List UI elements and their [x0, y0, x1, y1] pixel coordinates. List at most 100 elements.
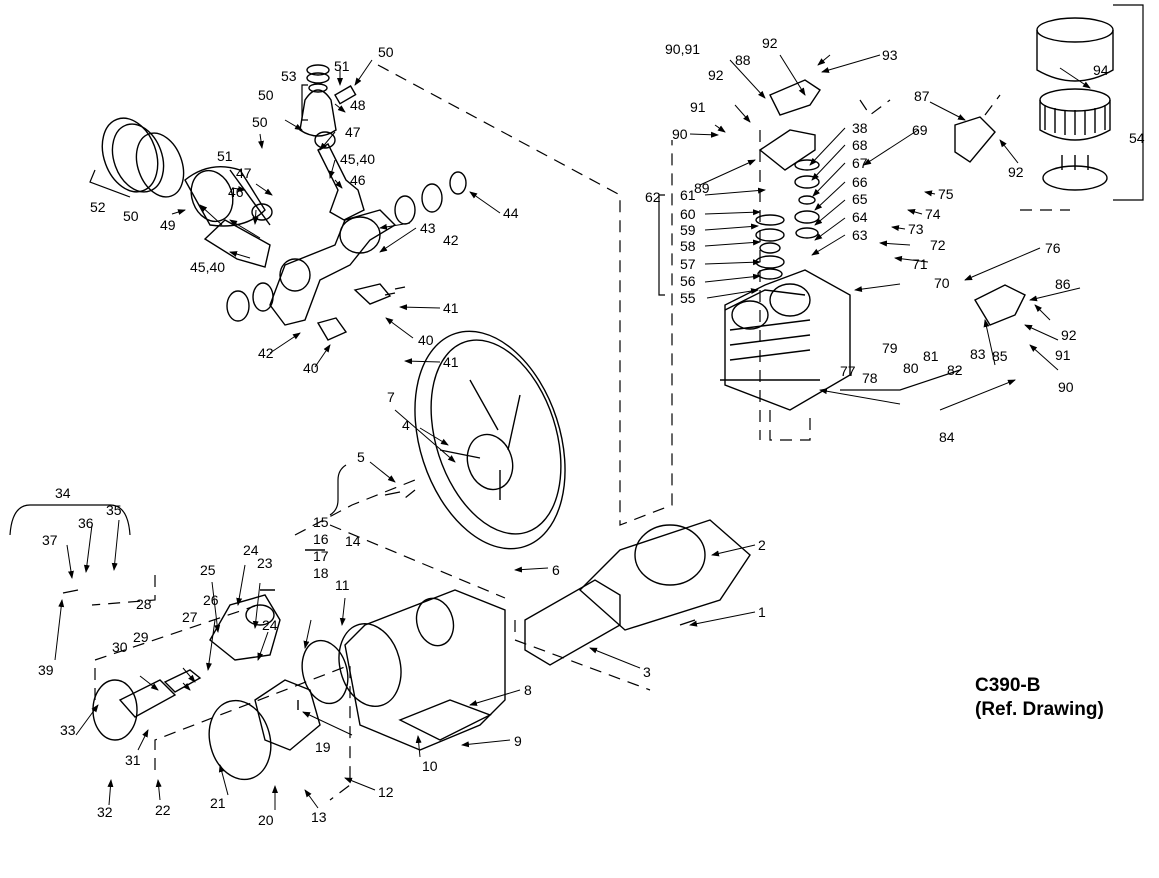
- crankshaft: [269, 209, 397, 326]
- part-label-42b: 42: [258, 345, 274, 361]
- part-label-34: 34: [55, 485, 71, 501]
- assembly-dashed-lines: [91, 64, 1070, 801]
- part-label-75: 75: [938, 186, 954, 202]
- part-label-11: 11: [335, 577, 350, 593]
- piston-ring-small: [306, 64, 330, 76]
- part-label-25: 25: [200, 562, 216, 578]
- part-label-37: 37: [42, 532, 58, 548]
- part-label-67: 67: [852, 155, 868, 171]
- part-label-92d: 92: [1061, 327, 1077, 343]
- part-label-7: 7: [387, 389, 395, 405]
- part-label-36: 36: [78, 515, 94, 531]
- part-label-94: 94: [1093, 62, 1109, 78]
- part-label-73: 73: [908, 221, 924, 237]
- part-label-44: 44: [503, 205, 519, 221]
- part-label-50b: 50: [252, 114, 268, 130]
- part-label-55: 55: [680, 290, 696, 306]
- part-label-57: 57: [680, 256, 696, 272]
- part-label-27: 27: [182, 609, 198, 625]
- part-label-47a: 47: [345, 124, 361, 140]
- part-label-42a: 42: [443, 232, 459, 248]
- part-label-6: 6: [552, 562, 560, 578]
- elbow-86: [974, 284, 1026, 326]
- part-label-31: 31: [125, 752, 141, 768]
- part-label-90a: 90: [672, 126, 688, 142]
- part-label-78: 78: [862, 370, 878, 386]
- cylinder-lower: [578, 519, 751, 631]
- part-label-1: 1: [758, 604, 766, 620]
- connecting-rod-lower: [203, 219, 271, 268]
- bearing-right: [394, 195, 416, 225]
- part-label-72: 72: [930, 237, 946, 253]
- part-label-60: 60: [680, 206, 696, 222]
- part-label-41b: 41: [443, 354, 459, 370]
- drawing-title-block: C390-B (Ref. Drawing): [975, 674, 1104, 722]
- part-label-66: 66: [852, 174, 868, 190]
- part-label-16: 16: [313, 531, 329, 547]
- reference-note: (Ref. Drawing): [975, 699, 1104, 720]
- part-label-83: 83: [970, 346, 986, 362]
- gasket-21: [208, 699, 272, 781]
- part-label-71: 71: [912, 256, 928, 272]
- part-label-33: 33: [60, 722, 76, 738]
- part-label-91b: 91: [1055, 347, 1071, 363]
- part-label-51b: 51: [217, 148, 233, 164]
- part-label-93: 93: [882, 47, 898, 63]
- connecting-rod-upper: [317, 143, 365, 221]
- part-label-17: 17: [313, 548, 329, 564]
- unloader-body: [209, 594, 281, 661]
- part-label-63: 63: [852, 227, 868, 243]
- head-elbow-right: [769, 79, 821, 116]
- part-label-18: 18: [313, 565, 329, 581]
- part-label-5: 5: [357, 449, 365, 465]
- part-label-53: 53: [281, 68, 297, 84]
- part-label-88: 88: [735, 52, 751, 68]
- part-label-26: 26: [203, 592, 219, 608]
- oil-ring-19: [254, 679, 321, 751]
- flywheel: [414, 330, 566, 550]
- part-label-90-91: 90,91: [665, 41, 700, 57]
- part-label-89: 89: [694, 180, 710, 196]
- valve-stack-left: [755, 214, 785, 226]
- part-label-9: 9: [514, 733, 522, 749]
- part-label-45-40a: 45,40: [340, 151, 375, 167]
- part-label-28: 28: [136, 596, 152, 612]
- part-label-10: 10: [422, 758, 438, 774]
- part-label-40b: 40: [303, 360, 319, 376]
- part-label-3: 3: [643, 664, 651, 680]
- part-label-21: 21: [210, 795, 226, 811]
- bearing-left: [252, 282, 274, 312]
- part-label-91a: 91: [690, 99, 706, 115]
- air-filter-top: [1036, 17, 1114, 43]
- part-label-56: 56: [680, 273, 696, 289]
- part-label-68: 68: [852, 137, 868, 153]
- part-label-19: 19: [315, 739, 331, 755]
- head-elbow-top: [758, 129, 816, 171]
- part-label-24a: 24: [243, 542, 259, 558]
- part-label-90b: 90: [1058, 379, 1074, 395]
- part-label-61: 61: [680, 187, 696, 203]
- part-label-77: 77: [840, 363, 856, 379]
- part-label-59: 59: [680, 222, 696, 238]
- part-label-82: 82: [947, 362, 963, 378]
- part-label-79: 79: [882, 340, 898, 356]
- part-label-23: 23: [257, 555, 273, 571]
- part-label-41a: 41: [443, 300, 459, 316]
- part-label-32: 32: [97, 804, 113, 820]
- part-label-2: 2: [758, 537, 766, 553]
- part-label-30: 30: [112, 639, 128, 655]
- part-label-20: 20: [258, 812, 274, 828]
- part-label-8: 8: [524, 682, 532, 698]
- part-label-38: 38: [852, 120, 868, 136]
- part-label-48: 48: [350, 97, 366, 113]
- gasket-lower: [524, 579, 621, 666]
- part-label-24b: 24: [262, 617, 278, 633]
- part-labels: 1 2 3 4 5 6 7 8 9 10 11 12 13 14 15 16 1…: [38, 35, 1145, 828]
- part-label-92b: 92: [708, 67, 724, 83]
- part-label-45-40b: 45,40: [190, 259, 225, 275]
- part-label-54: 54: [1129, 130, 1145, 146]
- part-label-74: 74: [925, 206, 941, 222]
- part-label-12: 12: [378, 784, 394, 800]
